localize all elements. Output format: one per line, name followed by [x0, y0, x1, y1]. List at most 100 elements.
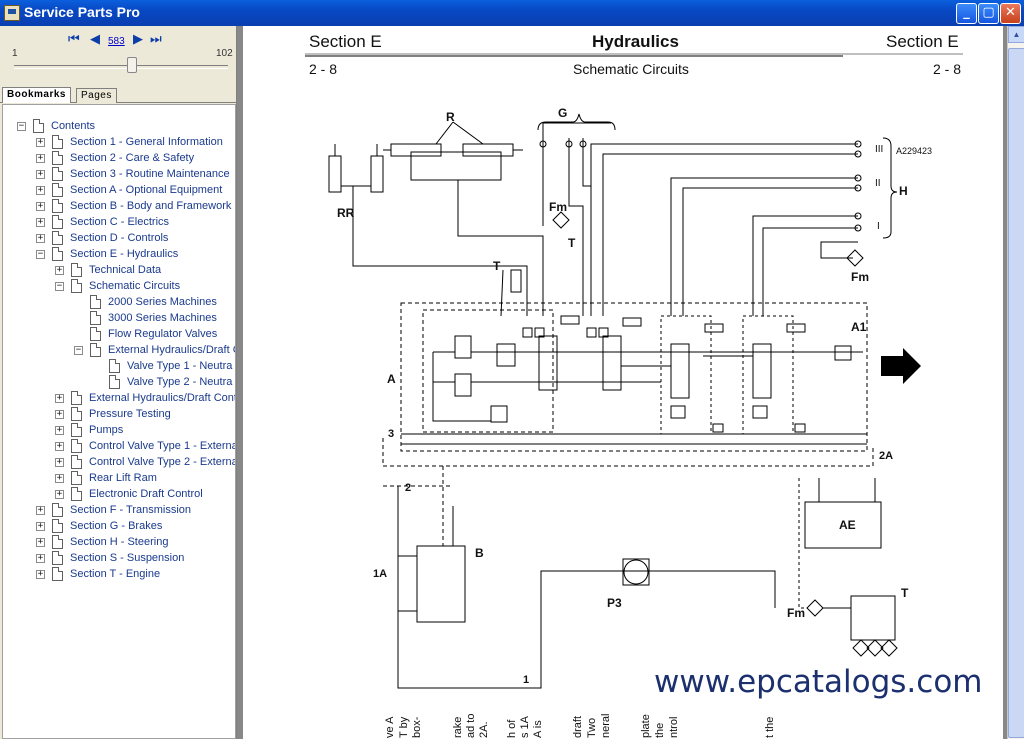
tree-item[interactable]: + Control Valve Type 1 - Externa	[3, 439, 235, 455]
current-page-link[interactable]: 583	[108, 36, 125, 47]
tree-item[interactable]: +Control Valve Type 2 - Externa	[3, 455, 235, 471]
last-page-icon[interactable]: ⏭	[150, 32, 162, 47]
tree-item[interactable]: −External Hydraulics/Draft C	[3, 343, 235, 359]
label-A: A	[387, 372, 396, 386]
tree-item[interactable]: +Section C - Electrics	[3, 215, 235, 231]
document-icon	[71, 407, 82, 421]
tab-bookmarks[interactable]: Bookmarks	[2, 87, 71, 103]
document-icon	[52, 151, 63, 165]
close-button[interactable]: ✕	[1000, 3, 1021, 24]
tree-item[interactable]: +Pumps	[3, 423, 235, 439]
collapse-icon[interactable]: −	[36, 249, 45, 259]
collapse-icon[interactable]: −	[17, 121, 26, 131]
label-A1: A1	[851, 320, 867, 334]
vertical-scrollbar[interactable]: ▲	[1007, 26, 1024, 739]
svg-text:h of: h of	[506, 719, 518, 738]
expand-icon[interactable]: +	[55, 441, 64, 451]
label-3: 3	[388, 428, 395, 440]
scroll-thumb[interactable]	[1008, 48, 1024, 738]
expand-icon[interactable]: +	[55, 425, 64, 435]
tree-item-label: 3000 Series Machines	[108, 312, 217, 324]
maximize-button[interactable]: ▢	[978, 3, 999, 24]
tree-item-label: Control Valve Type 1 - Externa	[89, 440, 236, 452]
first-page-icon[interactable]: ⏮	[68, 32, 80, 47]
svg-text:the: the	[654, 723, 666, 738]
tree-item-label: 2000 Series Machines	[108, 296, 217, 308]
label-RR: RR	[337, 206, 355, 220]
expand-icon[interactable]: +	[36, 505, 45, 515]
expand-icon[interactable]: +	[36, 553, 45, 563]
tree-item-label: Section E - Hydraulics	[70, 248, 179, 260]
prev-page-icon[interactable]: ◀	[90, 32, 100, 47]
page-slider-track[interactable]	[14, 65, 228, 69]
expand-icon[interactable]: +	[36, 569, 45, 579]
label-2: 2	[405, 482, 412, 494]
tree-item[interactable]: −Contents	[3, 119, 235, 135]
expand-icon[interactable]: +	[36, 153, 45, 163]
tree-item[interactable]: +Section S - Suspension	[3, 551, 235, 567]
expand-icon[interactable]: +	[55, 393, 64, 403]
tree-item[interactable]: +Technical Data	[3, 263, 235, 279]
tree-item[interactable]: 2000 Series Machines	[3, 295, 235, 311]
tree-item[interactable]: +Section A - Optional Equipment	[3, 183, 235, 199]
tree-item[interactable]: − Schematic Circuits	[3, 279, 235, 295]
tree-item-label: Schematic Circuits	[89, 280, 181, 292]
expand-icon[interactable]: +	[36, 233, 45, 243]
tree-item[interactable]: +Section 2 - Care & Safety	[3, 151, 235, 167]
next-page-icon[interactable]: ▶	[133, 32, 143, 47]
label-B: B	[475, 546, 484, 560]
expand-icon[interactable]: +	[36, 537, 45, 547]
label-2A: 2A	[879, 450, 894, 462]
expand-icon[interactable]: +	[36, 217, 45, 227]
expand-icon[interactable]: +	[36, 521, 45, 531]
tree-item-label: Section H - Steering	[70, 536, 169, 548]
document-icon	[109, 359, 120, 373]
expand-icon[interactable]: +	[55, 473, 64, 483]
expand-icon[interactable]: +	[36, 185, 45, 195]
label-AE: AE	[839, 518, 856, 532]
expand-icon[interactable]: +	[55, 489, 64, 499]
tree-item[interactable]: +Section G - Brakes	[3, 519, 235, 535]
tree-item[interactable]: +Section F - Transmission	[3, 503, 235, 519]
header-section-right: Section E	[886, 32, 959, 51]
tree-item[interactable]: +Section 3 - Routine Maintenance	[3, 167, 235, 183]
page-slider-thumb[interactable]	[127, 57, 137, 73]
tree-item[interactable]: Valve Type 1 - Neutra	[3, 359, 235, 375]
tree-item[interactable]: Valve Type 2 - Neutra	[3, 375, 235, 391]
label-Fm-tank: Fm	[787, 606, 805, 620]
tree-item[interactable]: +Pressure Testing	[3, 407, 235, 423]
svg-text:draft: draft	[572, 716, 584, 738]
expand-icon[interactable]: +	[36, 137, 45, 147]
tree-item[interactable]: +External Hydraulics/Draft Cont	[3, 391, 235, 407]
tree-item[interactable]: +Section D - Controls	[3, 231, 235, 247]
tree-item[interactable]: + Section H - Steering	[3, 535, 235, 551]
navigation-pane: ⏮ ◀ 583 ▶ ⏭ 1 102 Bookmarks Pages −Conte…	[0, 26, 237, 739]
expand-icon[interactable]: +	[36, 201, 45, 211]
expand-icon[interactable]: +	[55, 409, 64, 419]
tree-item[interactable]: +Electronic Draft Control	[3, 487, 235, 503]
tree-item[interactable]: +Rear Lift Ram	[3, 471, 235, 487]
tree-item[interactable]: − Section E - Hydraulics	[3, 247, 235, 263]
label-T-g: T	[568, 236, 576, 250]
expand-icon[interactable]: +	[55, 457, 64, 467]
svg-text:ntrol: ntrol	[668, 717, 680, 738]
tree-item-label: Valve Type 1 - Neutra	[127, 360, 233, 372]
header-subtitle: Schematic Circuits	[573, 61, 689, 77]
expand-icon[interactable]: +	[55, 265, 64, 275]
tree-item-label: Section B - Body and Framework	[70, 200, 232, 212]
collapse-icon[interactable]: −	[55, 281, 64, 291]
tree-item[interactable]: +Section T - Engine	[3, 567, 235, 583]
tree-item[interactable]: +Section 1 - General Information	[3, 135, 235, 151]
collapse-icon[interactable]: −	[74, 345, 83, 355]
minimize-button[interactable]: _	[956, 3, 977, 24]
document-icon	[90, 327, 101, 341]
svg-text:A is: A is	[532, 720, 544, 738]
scroll-up-icon[interactable]: ▲	[1008, 26, 1024, 43]
label-1: 1	[523, 674, 530, 686]
expand-icon[interactable]: +	[36, 169, 45, 179]
page-range-max: 102	[216, 48, 233, 59]
tab-pages[interactable]: Pages	[76, 88, 117, 103]
tree-item[interactable]: 3000 Series Machines	[3, 311, 235, 327]
tree-item[interactable]: + Section B - Body and Framework	[3, 199, 235, 215]
tree-item[interactable]: Flow Regulator Valves	[3, 327, 235, 343]
